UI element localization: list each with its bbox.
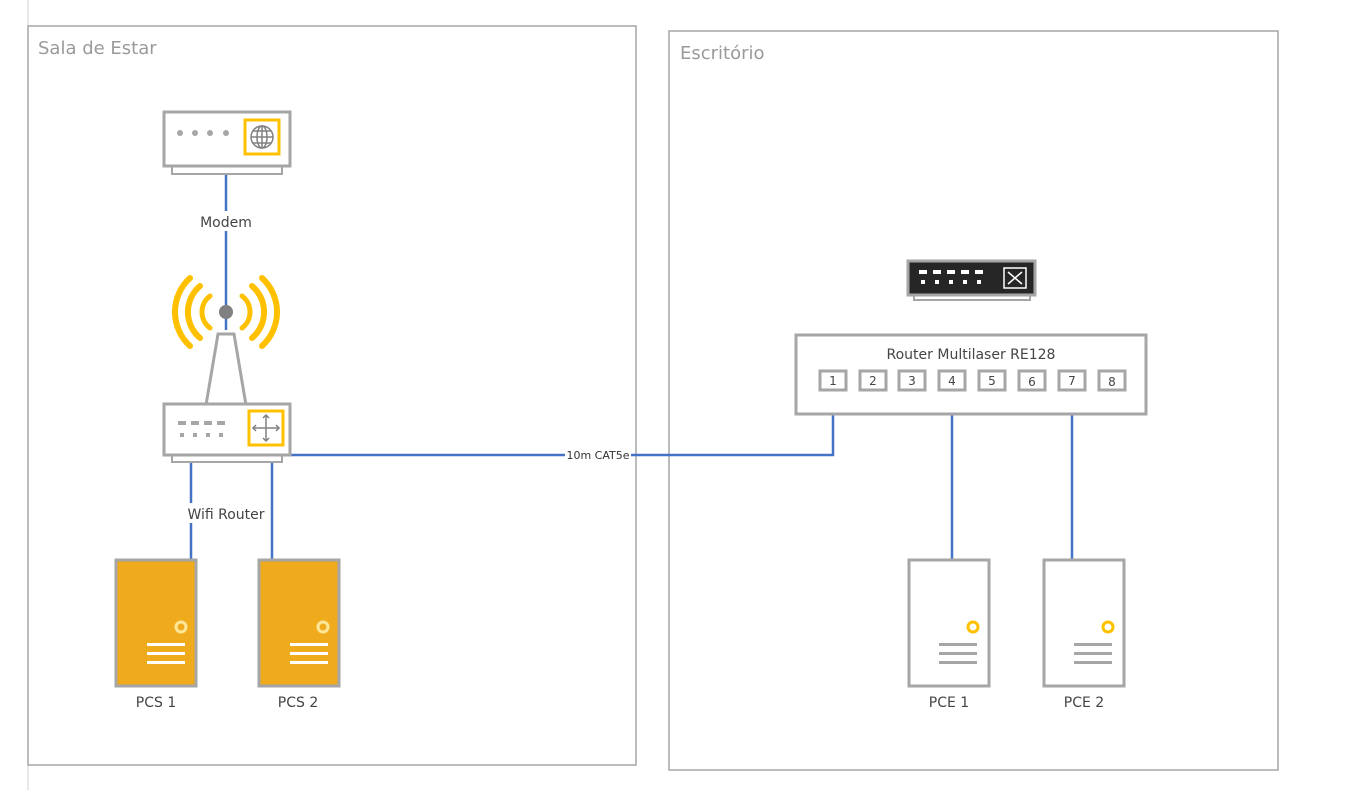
router-port-1-label: 1 bbox=[829, 374, 837, 388]
router-port-1 bbox=[818, 369, 848, 392]
router-port-6-label: 6 bbox=[1028, 375, 1036, 389]
zone-office bbox=[668, 30, 1279, 771]
router-port-2 bbox=[858, 369, 888, 392]
router-icon bbox=[162, 402, 292, 463]
modem-label-bg bbox=[193, 211, 259, 231]
office-router-box bbox=[794, 333, 1148, 416]
pcs2-label: PCS 2 bbox=[278, 695, 318, 711]
router-port-4 bbox=[937, 369, 967, 392]
pce1-label: PCE 1 bbox=[929, 695, 969, 711]
router-port-7 bbox=[1057, 369, 1087, 392]
network-switch-icon bbox=[906, 259, 1037, 301]
zone-office-label: Escritório bbox=[680, 43, 765, 64]
router-port-5-label: 5 bbox=[988, 374, 996, 388]
router-port-3-label: 3 bbox=[908, 374, 916, 388]
pce2-label: PCE 2 bbox=[1064, 695, 1104, 711]
zone-living-room-label: Sala de Estar bbox=[38, 38, 157, 59]
pc-tower-icon bbox=[1042, 558, 1126, 688]
office-router-label: Router Multilaser RE128 bbox=[887, 347, 1056, 363]
router-ports: 1 2 3 4 5 6 7 8 bbox=[818, 369, 1127, 392]
modem-label: Modem bbox=[200, 215, 252, 231]
zone-living-room bbox=[27, 25, 637, 766]
pc-tower-icon bbox=[257, 558, 341, 688]
cable-label-bg bbox=[565, 447, 631, 463]
routing-arrows-icon bbox=[251, 413, 281, 443]
cable-router-office bbox=[285, 390, 835, 457]
router-port-4-label: 4 bbox=[948, 374, 956, 388]
router-port-7-label: 7 bbox=[1068, 374, 1076, 388]
pcs1-label: PCS 1 bbox=[136, 695, 176, 711]
pc-tower-icon bbox=[907, 558, 991, 688]
wifi-router-label-bg bbox=[183, 503, 269, 523]
pc-tower-icon bbox=[114, 558, 198, 688]
wifi-router-label: Wifi Router bbox=[187, 507, 264, 523]
wifi-signal-icon bbox=[171, 275, 281, 349]
router-port-8 bbox=[1097, 369, 1127, 392]
globe-icon bbox=[250, 125, 274, 149]
cross-arrows-icon bbox=[1007, 271, 1023, 285]
router-port-8-label: 8 bbox=[1108, 375, 1116, 389]
router-port-3 bbox=[897, 369, 927, 392]
router-port-2-label: 2 bbox=[869, 374, 877, 388]
cable-label: 10m CAT5e bbox=[566, 449, 629, 462]
router-port-6 bbox=[1017, 369, 1047, 392]
router-port-5 bbox=[977, 369, 1007, 392]
modem-icon bbox=[162, 110, 292, 175]
